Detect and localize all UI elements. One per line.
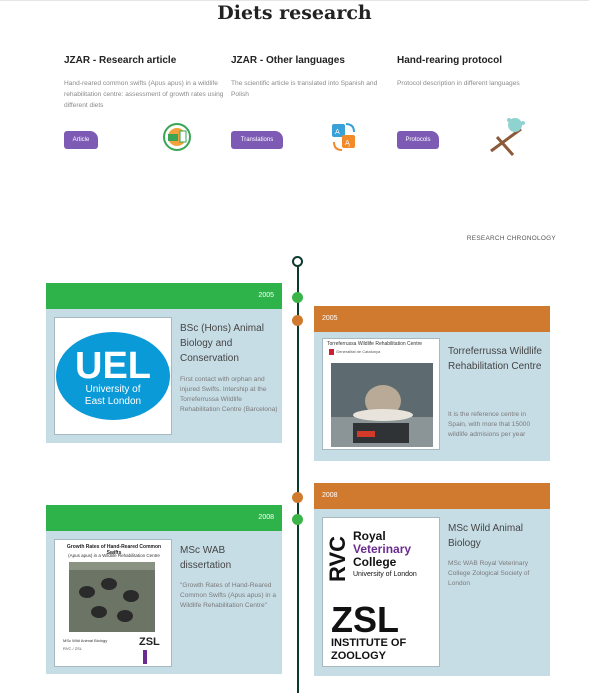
research-chronology-label: RESEARCH CHRONOLOGY (466, 235, 556, 242)
zsl-line1: INSTITUTE OF (331, 637, 406, 649)
poster-title: Growth Rates of Hand-Reared Common Swift… (66, 544, 162, 556)
torreferrussa-photo: Torreferrussa Wildlife Rehabilitation Ce… (322, 338, 440, 450)
year-label: 2008 (258, 514, 274, 521)
rvc-zsl-logos: RVC Royal Veterinary College University … (322, 517, 440, 667)
rvc-line2: Veterinary (353, 542, 411, 556)
timeline-entry: 2005 UEL University of East London BSc (… (46, 283, 282, 443)
rvc-line3: College (353, 555, 397, 569)
card-description: Protocol description in different langua… (397, 80, 520, 87)
protocols-button[interactable]: Protocols (397, 131, 439, 149)
entry-title: MSc Wild Animal Biology (448, 523, 524, 549)
rvc-logo-mark: RVC (325, 536, 350, 582)
card-hand-rearing-protocol: Hand-rearing protocol Protocol descripti… (397, 55, 557, 156)
card-title: Hand-rearing protocol (397, 55, 503, 66)
card-research-article: JZAR - Research article Hand-reared comm… (64, 55, 224, 151)
card-description: Hand-reared common swifts (Apus apus) in… (64, 80, 224, 109)
timeline-entry: 2008 RVC Royal Veterinary College Univer… (314, 483, 550, 676)
uel-logo-line1: University of (85, 384, 140, 395)
year-label: 2005 (258, 292, 274, 299)
entry-description: First contact with orphan and injured Sw… (180, 376, 278, 413)
zsl-logo-mark: ZSL (331, 599, 399, 640)
timeline-dot (292, 315, 303, 326)
entry-description: "Growth Rates of Hand-Reared Common Swif… (180, 582, 277, 609)
zsl-line2: ZOOLOGY (331, 650, 387, 662)
timeline-entry: 2008 Growth Rates of Hand-Reared Common … (46, 505, 282, 674)
timeline-dot (292, 292, 303, 303)
translations-button[interactable]: Translations (231, 131, 283, 149)
rvc-line4: University of London (353, 571, 417, 578)
header-divider (0, 0, 589, 1)
rvc-line1: Royal (353, 529, 386, 543)
year-bar: 2008 (46, 505, 282, 531)
timeline-entry: 2005 Torreferrussa Wildlife Rehabilitati… (314, 306, 550, 461)
year-label: 2005 (322, 315, 338, 322)
entry-title: BSc (Hons) Animal Biology and Conservati… (180, 323, 264, 364)
svg-text:Ą: Ą (345, 139, 350, 147)
timeline-line (297, 262, 299, 693)
card-other-languages: JZAR - Other languages The scientific ar… (231, 55, 391, 151)
article-button[interactable]: Article (64, 131, 98, 149)
translations-icon: A Ą (332, 123, 355, 151)
timeline-dot (292, 492, 303, 503)
poster-subtitle: (Apus apus) in a Wildlife Rehabilitation… (68, 553, 160, 558)
entry-title: MSc WAB dissertation (180, 545, 232, 571)
dissertation-poster: Growth Rates of Hand-Reared Common Swift… (54, 539, 172, 667)
photo-caption: Torreferrussa Wildlife Rehabilitation Ce… (327, 341, 423, 347)
card-title: JZAR - Other languages (231, 55, 345, 66)
page-title: Diets research (217, 2, 372, 24)
entry-description: It is the reference centre in Spain, wit… (448, 411, 531, 438)
year-bar: 2008 (314, 483, 550, 509)
uel-logo-mark: UEL (75, 345, 151, 387)
photo-sub: Generalitat de Catalunya (336, 349, 381, 354)
protocol-icon (490, 118, 525, 156)
card-description: The scientific article is translated int… (231, 80, 378, 98)
poster-footer: MSc Wild Animal Biology (63, 638, 108, 643)
timeline-start-marker (292, 256, 303, 267)
year-label: 2008 (322, 492, 338, 499)
entry-title: Torreferrussa Wildlife Rehabilitation Ce… (448, 346, 542, 372)
year-bar: 2005 (314, 306, 550, 332)
uel-logo-line2: East London (85, 396, 141, 407)
svg-text:A: A (335, 128, 340, 136)
uel-logo: UEL University of East London (54, 317, 172, 435)
card-title: JZAR - Research article (64, 55, 177, 66)
article-icon (163, 123, 191, 151)
poster-footer-2: RVC / ZSL (63, 646, 83, 651)
year-bar: 2005 (46, 283, 282, 309)
timeline-dot (292, 514, 303, 525)
entry-description: MSc WAB Royal Veterinary College Zologic… (448, 560, 530, 587)
